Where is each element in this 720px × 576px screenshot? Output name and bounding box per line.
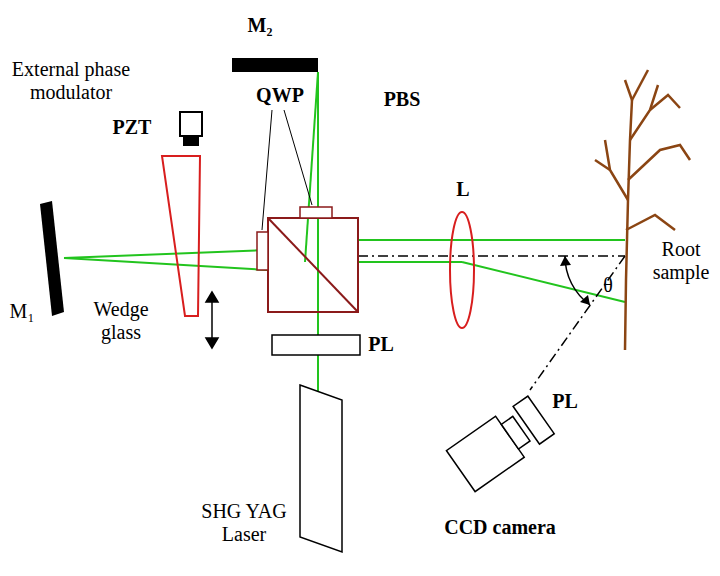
mirror-label: M₁ <box>2 300 42 323</box>
qwp-plate <box>257 232 268 270</box>
polarizer <box>272 335 360 355</box>
pzt-box <box>180 112 202 136</box>
optical-axis <box>358 255 625 257</box>
component-label: PL <box>548 390 582 413</box>
component-label: QWP <box>250 84 310 107</box>
laser-body <box>300 385 342 552</box>
ccd-camera <box>446 394 555 491</box>
angle-label: θ <box>596 274 620 297</box>
arrowhead <box>560 256 571 266</box>
root-sample-drawing <box>595 70 690 350</box>
pbs-diagonal <box>268 218 358 312</box>
laser-beams <box>64 72 625 395</box>
double-arrow <box>206 292 218 348</box>
leader-line <box>284 110 312 205</box>
wedge-glass <box>162 156 200 316</box>
pbs-cube <box>268 218 358 312</box>
component-label: Wedge glass <box>88 298 154 344</box>
mirror-m2 <box>232 58 318 72</box>
observation-axis <box>530 256 625 390</box>
component-label: PZT <box>104 116 160 139</box>
component-label: CCD camera <box>430 516 570 539</box>
mirror-label: M₂ <box>240 14 280 37</box>
component-label: SHG YAG Laser <box>196 500 292 546</box>
arrowhead <box>580 295 590 305</box>
component-label: L <box>448 178 478 201</box>
lens <box>450 212 474 328</box>
qwp-plate <box>300 207 332 218</box>
mirror-m1 <box>40 201 64 316</box>
component-label: External phase modulator <box>2 58 140 104</box>
component-label: PL <box>364 333 398 356</box>
leader-line <box>262 110 272 230</box>
component-label: PBS <box>372 88 432 111</box>
sample-label: Root sample <box>646 238 716 284</box>
pzt-tip <box>183 136 199 146</box>
